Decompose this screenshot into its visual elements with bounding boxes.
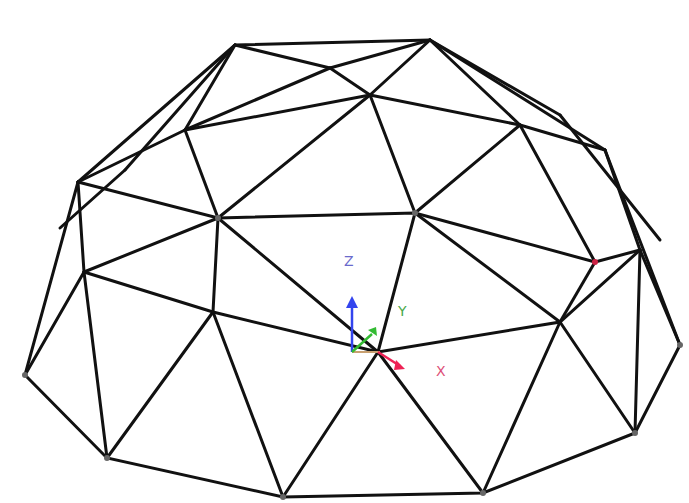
- dome-struts: [25, 40, 680, 497]
- axis-label-x: X: [436, 364, 446, 378]
- axis-label-y: Y: [398, 304, 407, 318]
- axis-triad: [346, 296, 405, 370]
- vertex-dots: [22, 210, 683, 500]
- axis-label-z: Z: [344, 254, 354, 268]
- marked-vertex: [592, 259, 598, 265]
